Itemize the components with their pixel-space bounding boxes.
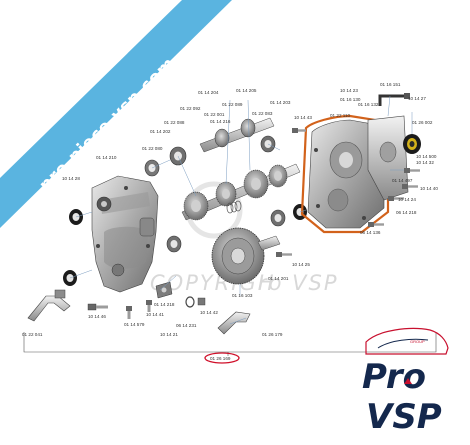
assembly-ref-label[interactable]: 01 26 169 (210, 356, 231, 361)
part-number-label[interactable]: 06 14 218 (396, 210, 417, 215)
bolt-01-14-201 (276, 252, 292, 257)
part-number-label[interactable]: 01 14 203 (270, 100, 291, 105)
logo-word-pro: Pro (362, 357, 426, 397)
lever-icon (27, 289, 71, 322)
part-number-label[interactable]: 01 22 089 (222, 102, 243, 107)
part-number-label[interactable]: 01 14 497 (392, 178, 413, 183)
gear-01-22-092 (215, 181, 237, 207)
provsp-logo: GROUP Pro VSP (362, 327, 449, 437)
part-number-label[interactable]: 01 22 001 (204, 112, 225, 117)
part-number-label[interactable]: 10 14 42 (200, 310, 218, 315)
part-number-label[interactable]: 10 14 32 (416, 160, 434, 165)
gear-shaft-icon (181, 117, 301, 221)
part-number-label[interactable]: 10 14 41 (146, 312, 164, 317)
logo-group-text: GROUP (410, 339, 425, 344)
part-number-label[interactable]: 01 22 110 (330, 113, 351, 118)
part-number-label[interactable]: 10 14 23 (340, 88, 358, 93)
washer-06-14-231 (185, 296, 195, 308)
logo-word-vsp: VSP (366, 397, 442, 437)
part-number-label[interactable]: 01 22 080 (142, 146, 163, 151)
bearing-lower-left (166, 235, 182, 253)
nut-10-14-42 (197, 297, 206, 306)
leader-lines (69, 95, 413, 325)
part-number-label[interactable]: 01 16 103 (232, 293, 253, 298)
bolt-10-14-500 (404, 168, 420, 173)
part-number-label[interactable]: 10 14 24 (398, 197, 416, 202)
part-number-label[interactable]: 10 14 40 (420, 186, 438, 191)
bolt-10-14-24 (388, 196, 404, 201)
part-number-label[interactable]: 06 14 231 (176, 323, 197, 328)
vent-pipe-01-16-151 (378, 93, 410, 106)
part-number-label[interactable]: 06 14 136 (360, 230, 381, 235)
watermark-right: ro VSP (258, 271, 339, 295)
bolt-10-14-43 (292, 128, 306, 133)
part-number-label[interactable]: 01 14 216 (210, 119, 231, 124)
bolt-01-14-579 (126, 306, 132, 319)
part-number-label[interactable]: 10 14 46 (88, 314, 106, 319)
sensor-01-14-218 (155, 281, 173, 299)
gear-upper-shaft (214, 118, 256, 148)
part-number-label[interactable]: 01 16 130 (340, 97, 361, 102)
gear-01-22-089 (243, 169, 269, 199)
part-number-label[interactable]: 01 22 041 (22, 332, 43, 337)
part-number-label[interactable]: 10 14 21 (160, 332, 178, 337)
part-number-label[interactable]: 01 22 092 (180, 106, 201, 111)
part-number-label[interactable]: 01 14 218 (154, 302, 175, 307)
spring-cluster (226, 200, 242, 214)
part-number-label[interactable]: 01 26 179 (262, 332, 283, 337)
part-number-label[interactable]: 01 26 002 (412, 120, 433, 125)
gear-01-22-083 (268, 164, 288, 188)
part-number-label[interactable]: 10 14 43 (294, 115, 312, 120)
bolt-10-14-40 (402, 184, 418, 189)
part-number-label[interactable]: 01 16 132 (358, 102, 379, 107)
gasket-cover-icon (300, 114, 390, 234)
part-number-label[interactable]: 01 14 201 (268, 276, 289, 281)
part-number-label[interactable]: 01 14 210 (96, 155, 117, 160)
part-number-label[interactable]: 01 14 204 (198, 90, 219, 95)
bracket-01-26-179 (217, 311, 251, 335)
banner-stripe (0, 0, 232, 228)
assembly-ref-highlight (204, 352, 240, 364)
part-number-label[interactable]: 01 16 151 (380, 82, 401, 87)
bolt-10-14-41 (146, 300, 152, 312)
differential-01-16-103 (211, 227, 281, 285)
part-number-label[interactable]: 01 14 202 (150, 129, 171, 134)
car-silhouette-icon (365, 327, 449, 355)
assembly-bracket: 01 26 169 (23, 332, 437, 364)
part-number-label[interactable]: 01 22 083 (252, 111, 273, 116)
part-number-label[interactable]: 10 14 500 (416, 154, 437, 159)
part-number-label[interactable]: 01 14 205 (236, 88, 257, 93)
left-gearbox-housing (91, 175, 159, 293)
part-number-label[interactable]: 01 14 579 (124, 322, 145, 327)
bolt-06-14-136 (368, 222, 384, 227)
part-number-label[interactable]: 10 14 25 (292, 262, 310, 267)
bearing-right-mid (270, 209, 286, 227)
gear-01-22-088 (183, 191, 209, 221)
part-number-label[interactable]: 01 22 088 (164, 120, 185, 125)
part-number-label[interactable]: 10 14 27 (408, 96, 426, 101)
bolt-10-14-46 (87, 303, 108, 311)
seal-01-26-002 (403, 134, 421, 154)
part-number-labels: 01 16 151 10 14 27 10 14 23 01 16 130 01… (22, 82, 438, 337)
part-number-label[interactable]: 10 14 28 (62, 176, 80, 181)
cover-plate-01-22-110 (367, 115, 409, 201)
